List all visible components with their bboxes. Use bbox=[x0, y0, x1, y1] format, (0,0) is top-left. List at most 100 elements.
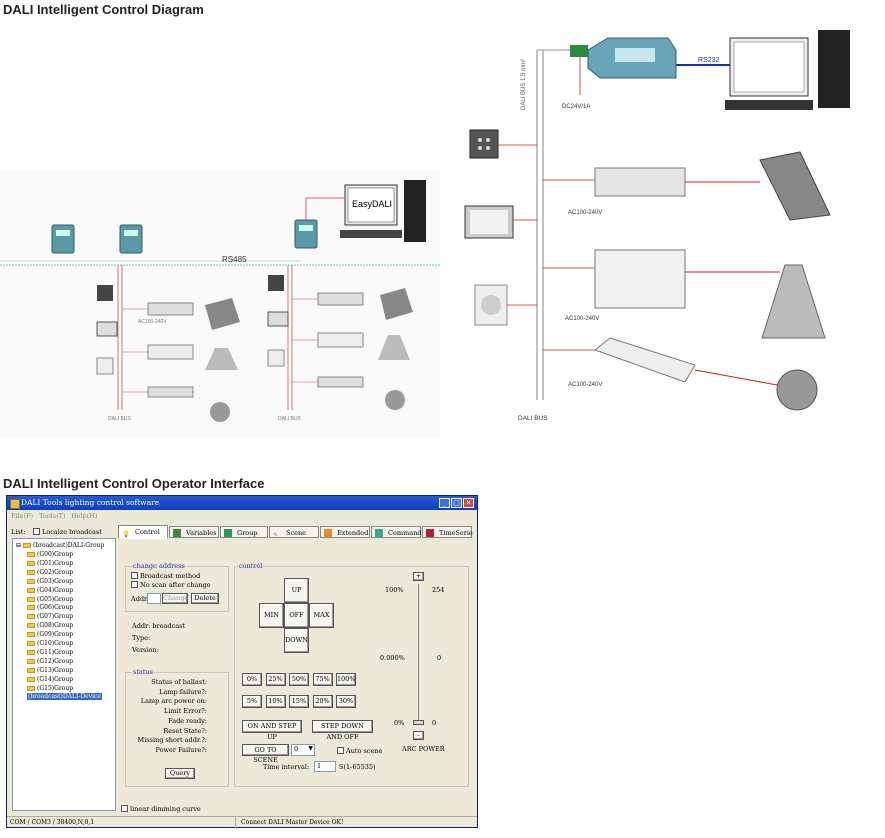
step-down-and-off-button[interactable]: STEP DOWN AND OFF bbox=[312, 720, 373, 741]
arc-power-slider-track[interactable] bbox=[418, 584, 419, 724]
list-label: List: bbox=[11, 528, 26, 536]
tab-variables[interactable]: Variables bbox=[169, 526, 219, 538]
tree-group-item[interactable]: (G10)Group bbox=[27, 640, 73, 647]
tree-group-item[interactable]: (G07)Group bbox=[27, 613, 73, 620]
dali-tools-window: DALI Tools lighting control software _ □… bbox=[6, 495, 478, 828]
tree-group-item[interactable]: (G03)Group bbox=[27, 578, 73, 585]
locate-broadcast-checkbox[interactable] bbox=[33, 528, 40, 535]
go-to-scene-button[interactable]: GO TO SCENE bbox=[242, 744, 289, 764]
tree-group-item[interactable]: (G08)Group bbox=[27, 622, 73, 629]
folder-icon bbox=[27, 587, 35, 593]
highbay-right-icon bbox=[761, 264, 826, 339]
tree-root[interactable]: ⊟ (broadcast)DALI-Group bbox=[16, 542, 105, 549]
percent-button[interactable]: 0% bbox=[242, 673, 262, 686]
addr-input[interactable] bbox=[147, 593, 161, 604]
slider-minus-button[interactable]: - bbox=[413, 731, 424, 740]
arc-power-caption: ARC POWER bbox=[402, 745, 445, 753]
no-scan-checkbox[interactable] bbox=[131, 581, 138, 588]
menu-tools[interactable]: Tools(T) bbox=[39, 512, 66, 520]
scene-select[interactable]: 0▼ bbox=[291, 744, 315, 756]
floodlight-right-icon bbox=[759, 151, 831, 221]
percent-button[interactable]: 75% bbox=[312, 673, 333, 686]
ac-label-1: AC100-240V bbox=[568, 210, 602, 216]
version-info: Version: bbox=[132, 646, 159, 654]
delete-button[interactable]: Delete bbox=[191, 593, 219, 604]
auto-scene-checkbox[interactable] bbox=[337, 747, 344, 754]
extended-icon bbox=[324, 529, 332, 537]
min-button[interactable]: MIN bbox=[259, 603, 284, 628]
tab-extended[interactable]: Extended bbox=[320, 526, 370, 538]
tree-group-item[interactable]: (G14)Group bbox=[27, 676, 73, 683]
driver-box-2 bbox=[147, 344, 194, 360]
folder-icon bbox=[27, 569, 35, 575]
dali-bus-label-2: DALI BUS bbox=[278, 416, 301, 422]
window-title: DALI Tools lighting control software bbox=[21, 498, 160, 507]
folder-icon bbox=[27, 614, 35, 620]
up-button[interactable]: UP bbox=[284, 578, 309, 603]
status-row-label: Fade ready: bbox=[168, 716, 207, 725]
interface-heading: DALI Intelligent Control Operator Interf… bbox=[3, 476, 265, 491]
control-title: control bbox=[238, 562, 264, 570]
down-button[interactable]: DOWN bbox=[284, 628, 309, 653]
maximize-button[interactable]: □ bbox=[451, 498, 462, 508]
percent-button[interactable]: 20% bbox=[312, 695, 333, 708]
broadcast-method-checkbox[interactable] bbox=[131, 572, 138, 579]
close-button[interactable]: ✕ bbox=[463, 498, 474, 508]
status-row-label: Missing short addr.?: bbox=[137, 736, 207, 745]
tree-device[interactable]: (broadcast)DALI-Device bbox=[27, 693, 102, 700]
tree-group-item[interactable]: (G02)Group bbox=[27, 569, 73, 576]
off-button[interactable]: OFF bbox=[284, 603, 309, 628]
control-panel bbox=[234, 566, 469, 787]
menu-help[interactable]: Help(H) bbox=[71, 512, 98, 520]
tree-group-item[interactable]: (G13)Group bbox=[27, 667, 73, 674]
broadcast-method-label: Broadcast method bbox=[140, 572, 201, 580]
pc-computer: EasyDALI bbox=[340, 180, 426, 242]
folder-icon bbox=[27, 658, 35, 664]
tree-group-item[interactable]: (G09)Group bbox=[27, 631, 73, 638]
tree-group-item[interactable]: (G01)Group bbox=[27, 560, 73, 567]
chevron-down-icon: ▼ bbox=[308, 745, 313, 752]
percent-button[interactable]: 25% bbox=[265, 673, 286, 686]
status-bar-message: Connect DALI Master Device OK! bbox=[241, 819, 344, 826]
time-interval-input[interactable]: 1 bbox=[314, 761, 336, 772]
tab-control[interactable]: 💡Control bbox=[118, 525, 168, 539]
status-row-label: Reset State?: bbox=[163, 726, 207, 735]
group-tree[interactable]: ⊟ (broadcast)DALI-Group (G00)Group (G01)G… bbox=[12, 538, 116, 811]
folder-icon bbox=[27, 605, 35, 611]
percent-button[interactable]: 100% bbox=[336, 673, 356, 686]
tree-group-item[interactable]: (G15)Group bbox=[27, 685, 73, 692]
query-button[interactable]: Query bbox=[165, 768, 195, 779]
driver-box-1 bbox=[147, 302, 194, 316]
tab-scene[interactable]: ✎Scene bbox=[269, 526, 319, 539]
tree-group-item[interactable]: (G05)Group bbox=[27, 596, 73, 603]
tab-group[interactable]: Group bbox=[220, 526, 268, 538]
percent-button[interactable]: 15% bbox=[289, 695, 309, 708]
tab-timeserie[interactable]: TimeSerie bbox=[422, 526, 473, 538]
tree-group-item[interactable]: (G11)Group bbox=[27, 649, 73, 656]
driver-box-3 bbox=[147, 386, 194, 398]
menu-file[interactable]: File(F) bbox=[11, 512, 34, 520]
change-address-title: change address bbox=[132, 562, 186, 570]
tree-group-item[interactable]: (G12)Group bbox=[27, 658, 73, 665]
dc-label: DC24V/1A bbox=[562, 104, 590, 110]
linear-dimming-checkbox[interactable] bbox=[121, 805, 128, 812]
percent-button[interactable]: 5% bbox=[242, 695, 262, 708]
tab-command[interactable]: Command bbox=[371, 526, 421, 538]
on-and-step-up-button[interactable]: ON AND STEP UP bbox=[242, 720, 302, 741]
percent-button[interactable]: 10% bbox=[265, 695, 286, 708]
percent-button[interactable]: 50% bbox=[289, 673, 309, 686]
change-button[interactable]: Change bbox=[162, 593, 189, 604]
wall-panel-icon bbox=[97, 285, 113, 301]
arc-power-slider-thumb[interactable] bbox=[413, 720, 424, 725]
folder-icon bbox=[27, 623, 35, 629]
tree-group-item[interactable]: (G00)Group bbox=[27, 551, 73, 558]
slider-label-100: 100% bbox=[385, 586, 404, 594]
folder-icon bbox=[27, 596, 35, 602]
max-button[interactable]: MAX bbox=[309, 603, 334, 628]
folder-icon bbox=[27, 578, 35, 584]
minimize-button[interactable]: _ bbox=[439, 498, 450, 508]
percent-button[interactable]: 30% bbox=[336, 695, 356, 708]
tree-group-item[interactable]: (G04)Group bbox=[27, 587, 73, 594]
slider-plus-button[interactable]: + bbox=[413, 572, 424, 581]
tree-group-item[interactable]: (G06)Group bbox=[27, 604, 73, 611]
